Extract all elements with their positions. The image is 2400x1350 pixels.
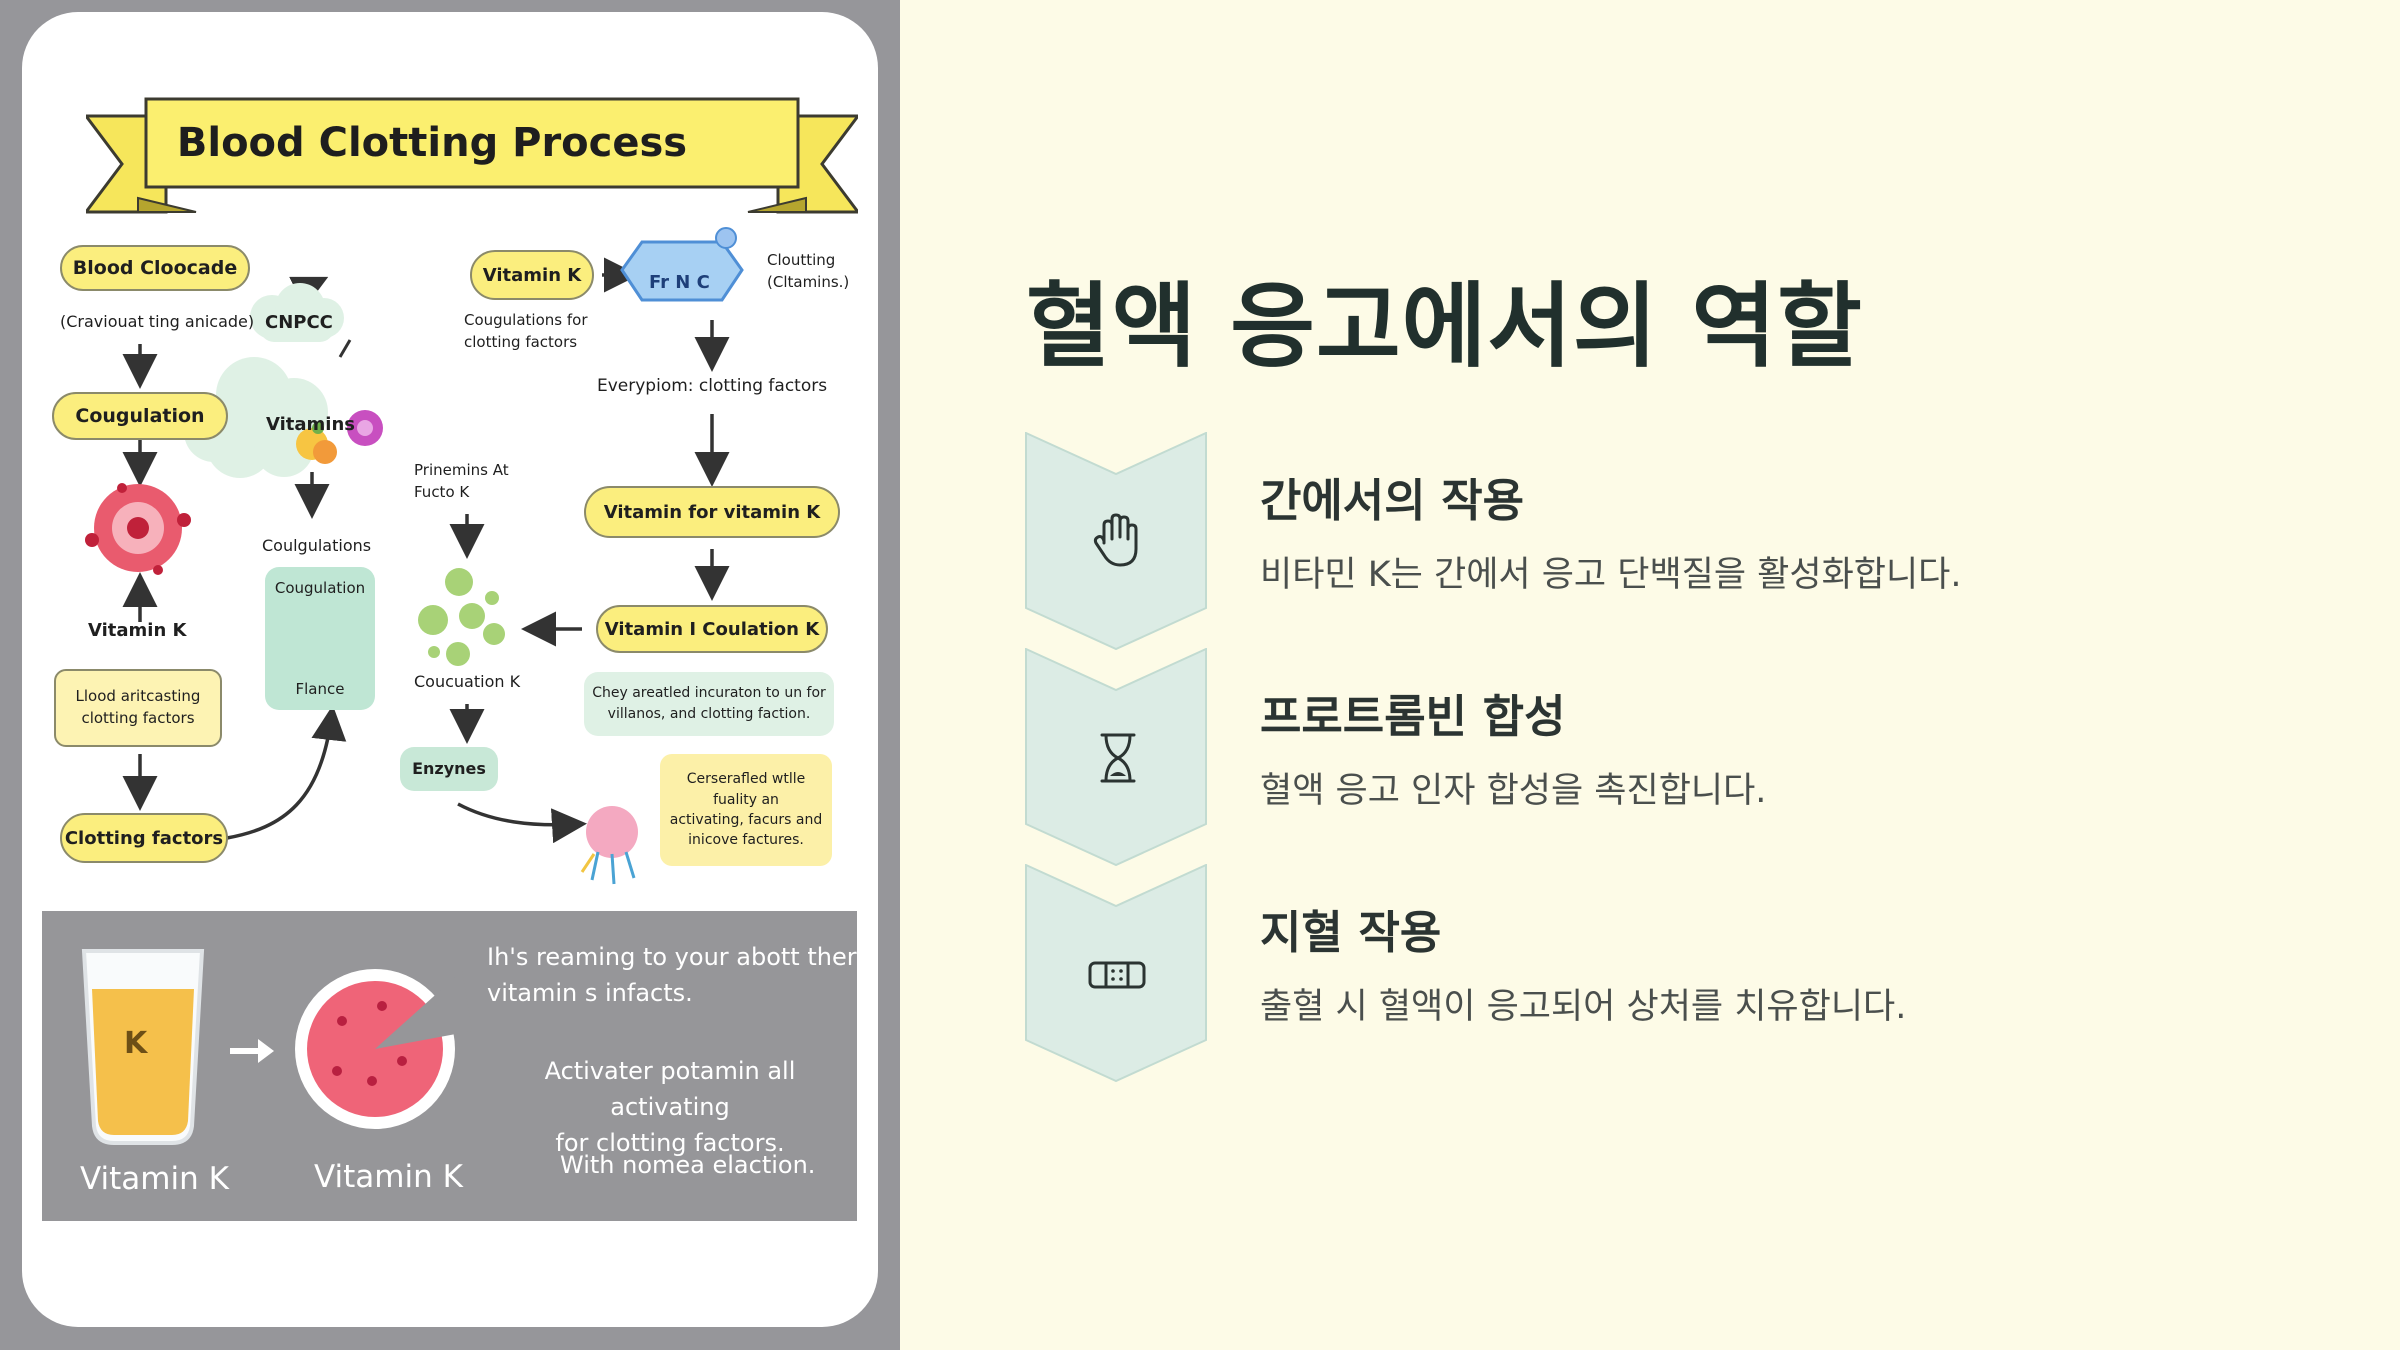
juice-glass-icon: [81, 949, 205, 1145]
title-ribbon: [86, 97, 858, 214]
bottom-illustrations: [81, 949, 472, 1145]
vitamin-k-bottom-right: Vitamin K: [314, 1159, 463, 1195]
llood-box: Llood aritcasting clotting factors: [54, 669, 222, 747]
band-text-2b: for clotting factors.: [555, 1129, 785, 1157]
cerserafled-line-3: activating, facurs and: [669, 812, 823, 828]
bandage-icon: [1088, 961, 1146, 989]
cougulations-for-label: Cougulations for clotting factors: [464, 310, 588, 354]
cougulation-box-title: Cougulation: [274, 579, 366, 597]
chevron-step-1: [1025, 432, 1207, 650]
cnpcc-cloud: [250, 283, 344, 342]
cloutting-line-1: Cloutting: [767, 251, 836, 269]
cnpcc-label: CNPCC: [265, 312, 333, 333]
band-text-3: With nomea elaction.: [560, 1151, 816, 1179]
cougulations-for-line-1: Cougulations for: [464, 311, 588, 329]
cerserafled-line-2: fuality an: [713, 791, 779, 808]
fruit-icons: [296, 410, 383, 464]
coucuation-k-label: Coucuation K: [414, 672, 521, 691]
llood-line-1: Llood aritcasting: [75, 687, 201, 706]
frnc-molecule: [620, 227, 744, 302]
hourglass-icon: [1100, 733, 1136, 783]
cougulation-box: Cougulation Flance: [265, 567, 375, 710]
item-desc-1: 비타민 K는 간에서 응고 단백질을 활성화합니다.: [1260, 555, 1962, 595]
flance-label: Flance: [295, 679, 345, 698]
band-text-2a: Activater potamin all activating: [544, 1057, 796, 1121]
chevron-step-3: [1025, 864, 1207, 1082]
hand-icon: [1093, 513, 1138, 567]
cloutting-label: Cloutting (Cltamins.): [767, 250, 849, 294]
item-title-3: 지혈 작용: [1260, 906, 1442, 959]
clotting-factors-pill: Clotting factors: [60, 813, 228, 863]
vitamins-cloud: [184, 357, 328, 478]
vitamins-label: Vitamins: [266, 414, 355, 435]
arrow: [457, 802, 587, 844]
poster-image: Blood Clotting Process: [22, 12, 878, 1327]
fruit-slice-icon: [295, 969, 472, 1129]
chey-box: Chey areatled incuraton to un for villan…: [584, 672, 834, 736]
band-text-1b: vitamin s infacts.: [487, 979, 693, 1007]
enzynes-box: Enzynes: [400, 747, 498, 791]
blood-cell-illustration: [85, 483, 191, 575]
item-title-1: 간에서의 작용: [1260, 474, 1525, 527]
vitamin-k-bottom-left: Vitamin K: [80, 1161, 229, 1197]
arrow: [226, 705, 347, 840]
poster-title: Blood Clotting Process: [176, 120, 688, 166]
item-desc-3: 출혈 시 혈액이 응고되어 상처를 치유합니다.: [1260, 987, 1907, 1027]
prinemins-line-1: Prinemins At: [414, 461, 509, 479]
vitamin-for-vitamin-k-pill: Vitamin for vitamin K: [584, 486, 840, 538]
prinemins-label: Prinemins At Fucto K: [414, 460, 509, 504]
item-title-2: 프로트롬빈 합성: [1260, 690, 1566, 743]
chey-line-1: Chey areatled incuraton to un for: [592, 685, 826, 701]
flow-diagram: [85, 227, 744, 885]
molecule-cluster: [418, 568, 505, 666]
cravioutating-label: (Craviouat ting anicade): [60, 312, 255, 331]
band-text-1a: Ih's reaming to your abott ther: [487, 943, 857, 971]
poster-bottom-band: K Vitamin K Vitamin K Ih's reaming to yo…: [42, 911, 857, 1221]
blood-cloocade-pill: Blood Cloocade: [60, 245, 250, 291]
slide-title: 혈액 응고에서의 역할: [1026, 273, 1863, 380]
everypiom-label: Everypiom: clotting factors: [597, 376, 828, 396]
cloutting-line-2: (Cltamins.): [767, 272, 850, 291]
band-text-2: Activater potamin all activating for clo…: [490, 1053, 850, 1161]
cougulation-pill: Cougulation: [52, 392, 228, 440]
llood-line-2: clotting factors: [81, 709, 195, 727]
cerserafled-box: Cerserafled wtlle fuality an activating,…: [660, 754, 832, 866]
coulgulations-label: Coulgulations: [262, 536, 372, 555]
frnc-label: Fr N C: [649, 272, 710, 293]
enzyme-blob: [580, 806, 638, 885]
vitamin-k-label-left: Vitamin K: [88, 620, 187, 641]
chey-line-2: villanos, and clotting faction.: [607, 706, 811, 722]
cerserafled-line-4: inicove factures.: [688, 832, 804, 849]
vitamin-k-pill-top: Vitamin K: [470, 250, 594, 300]
cougulations-for-line-2: clotting factors: [464, 332, 578, 351]
cerserafled-line-1: Cerserafled wtlle: [686, 771, 806, 788]
band-text-1: Ih's reaming to your abott ther vitamin …: [487, 939, 857, 1011]
vitamin-coulation-k-pill: Vitamin I Coulation K: [596, 605, 828, 653]
glass-letter: K: [124, 1026, 148, 1061]
prinemins-line-2: Fucto K: [414, 482, 470, 501]
item-desc-2: 혈액 응고 인자 합성을 촉진합니다.: [1260, 771, 1767, 811]
